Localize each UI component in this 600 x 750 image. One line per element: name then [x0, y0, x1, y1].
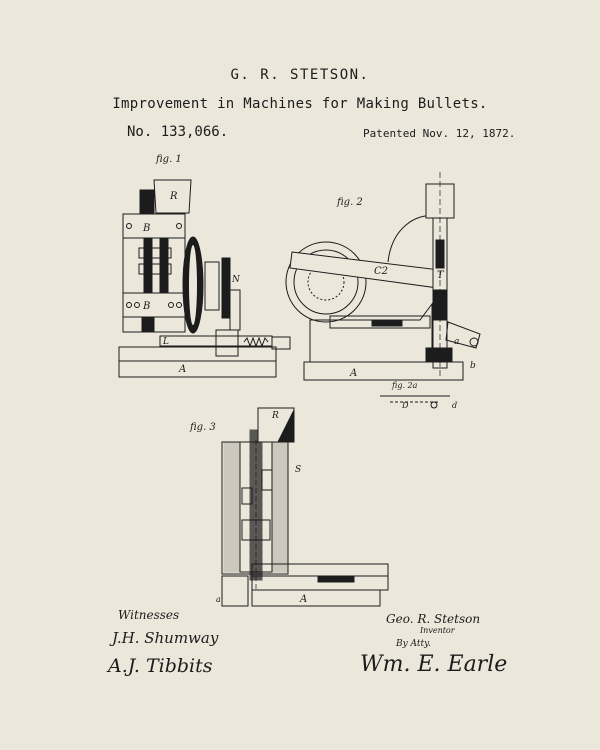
fig2-flywheel	[285, 241, 367, 323]
witness-2-signature: A.J. Tibbits	[106, 655, 213, 677]
fig1-part-label-l: L	[162, 337, 169, 347]
attorney-prefix: By Atty.	[395, 639, 431, 649]
signature-block: Witnesses J.H. Shumway A.J. Tibbits Geo.…	[106, 608, 507, 677]
fig1-part-label-b2: B	[142, 301, 150, 312]
fig2-part-label-a-small: a	[454, 337, 459, 347]
figure-3: fig. 3 R S a A	[189, 407, 389, 607]
fig3-part-label-s: S	[295, 465, 301, 475]
witness-1-signature: J.H. Shumway	[109, 629, 219, 647]
attorney-signature: Wm. E. Earle	[360, 652, 507, 677]
fig-3-label: fig. 3	[189, 422, 216, 433]
fig1-part-label-a: A	[178, 364, 186, 375]
figure-2: fig. 2 A C2 T a b	[285, 172, 481, 381]
fig-1-label: fig. 1	[155, 154, 182, 165]
fig3-part-label-r: R	[271, 411, 279, 421]
figure-2a: fig. 2a D d	[380, 381, 457, 410]
fig2-part-label-a: A	[349, 368, 357, 379]
fig2a-part-label-d: D	[401, 401, 409, 410]
patent-date: Patented Nov. 12, 1872.	[363, 127, 516, 140]
inventor-role: Inventor	[419, 626, 456, 635]
fig2-part-label-t: T	[437, 270, 445, 281]
fig2a-part-label-d-small: d	[452, 401, 457, 410]
fig3-part-label-a-small: a	[216, 595, 221, 604]
figure-1: fig. 1 A B B R N L	[118, 154, 291, 378]
fig-2a-label: fig. 2a	[391, 381, 418, 390]
fig1-base-plate	[118, 346, 277, 378]
fig1-part-label-b1: B	[142, 223, 150, 234]
fig1-part-label-r: R	[169, 191, 178, 202]
fig-2-label: fig. 2	[336, 197, 363, 208]
witnesses-label: Witnesses	[118, 608, 179, 622]
patent-title: Improvement in Machines for Making Bulle…	[112, 96, 488, 112]
inventor-name: G. R. STETSON.	[230, 67, 370, 83]
fig1-part-label-n: N	[231, 275, 241, 285]
inventor-signature: Geo. R. Stetson	[386, 612, 480, 626]
fig2-part-label-c2: C2	[374, 266, 388, 277]
fig2-part-label-b: b	[470, 361, 476, 371]
fig3-part-label-a: A	[299, 594, 307, 605]
patent-number: No. 133,066.	[127, 124, 229, 140]
